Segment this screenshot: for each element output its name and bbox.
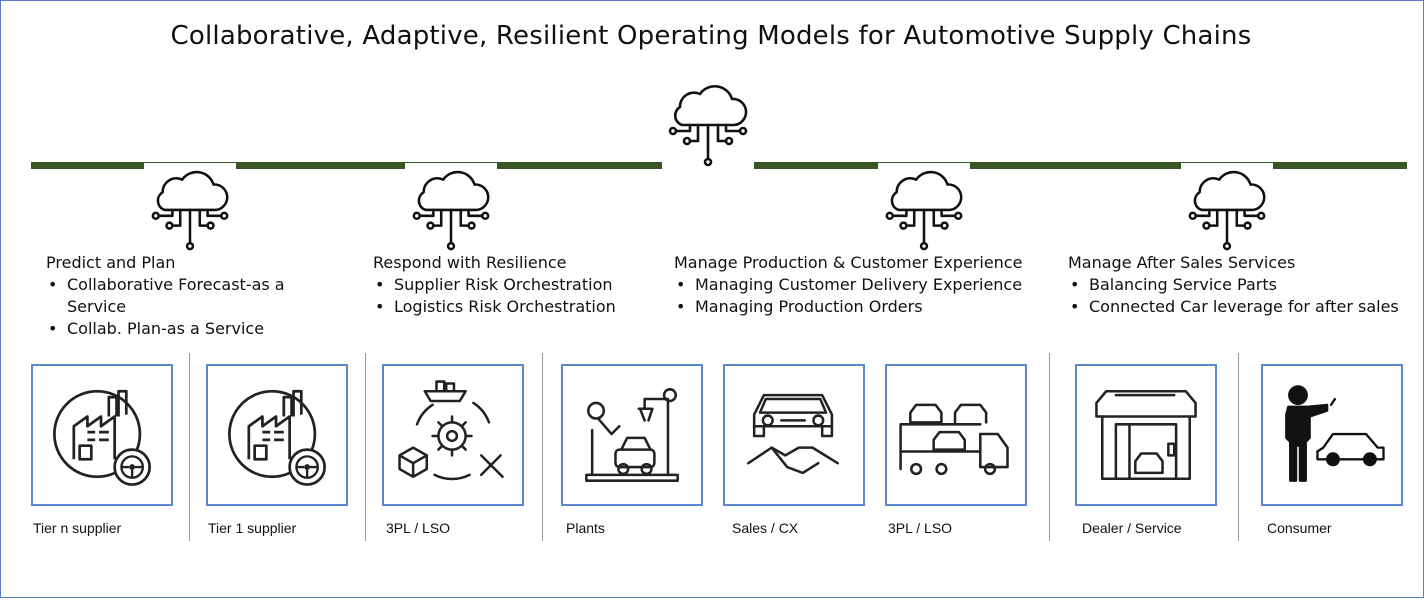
section-after-sales: Manage After Sales Services Balancing Se… xyxy=(1068,252,1420,318)
section-item: Collaborative Forecast-as a Service xyxy=(46,274,322,318)
factory-steering-icon-tier-1 xyxy=(206,364,348,506)
node-label-plants: Plants xyxy=(566,520,605,536)
cloud-network-icon-2 xyxy=(405,163,497,253)
section-heading: Predict and Plan xyxy=(46,253,176,272)
section-heading: Manage Production & Customer Experience xyxy=(674,253,1023,272)
robot-assembly-icon xyxy=(561,364,703,506)
node-label-3pl-lso-2: 3PL / LSO xyxy=(888,520,953,536)
section-item: Managing Customer Delivery Experience xyxy=(674,274,1059,296)
separator xyxy=(1238,353,1239,541)
person-with-car-icon xyxy=(1261,364,1403,506)
section-item: Supplier Risk Orchestration xyxy=(373,274,663,296)
dealership-icon xyxy=(1075,364,1217,506)
section-item: Collab. Plan-as a Service xyxy=(46,318,346,340)
separator xyxy=(189,353,190,541)
section-manage-production: Manage Production & Customer Experience … xyxy=(674,252,1059,318)
section-item: Managing Production Orders xyxy=(674,296,1059,318)
separator xyxy=(365,353,366,541)
car-carrier-truck-icon xyxy=(885,364,1027,506)
logistics-cycle-icon xyxy=(382,364,524,506)
node-label-3pl-lso: 3PL / LSO xyxy=(386,520,451,536)
car-handshake-icon xyxy=(723,364,865,506)
node-label-sales-cx: Sales / CX xyxy=(732,520,799,536)
separator xyxy=(1049,353,1050,541)
node-label-tier-1: Tier 1 supplier xyxy=(208,520,297,536)
cloud-network-icon-3 xyxy=(878,163,970,253)
cloud-network-icon-center xyxy=(662,77,754,169)
section-heading: Manage After Sales Services xyxy=(1068,253,1296,272)
section-heading: Respond with Resilience xyxy=(373,253,567,272)
section-item: Logistics Risk Orchestration xyxy=(373,296,663,318)
factory-steering-icon-tier-n xyxy=(31,364,173,506)
separator xyxy=(542,353,543,541)
node-label-dealer-service: Dealer / Service xyxy=(1082,520,1182,536)
section-respond-resilience: Respond with Resilience Supplier Risk Or… xyxy=(373,252,663,318)
section-item: Connected Car leverage for after sales xyxy=(1068,296,1420,318)
node-label-tier-n: Tier n supplier xyxy=(33,520,122,536)
cloud-network-icon-4 xyxy=(1181,163,1273,253)
cloud-network-icon-1 xyxy=(144,163,236,253)
section-item: Balancing Service Parts xyxy=(1068,274,1420,296)
section-predict-plan: Predict and Plan Collaborative Forecast-… xyxy=(46,252,346,340)
node-label-consumer: Consumer xyxy=(1267,520,1332,536)
diagram-title: Collaborative, Adaptive, Resilient Opera… xyxy=(170,21,1252,51)
